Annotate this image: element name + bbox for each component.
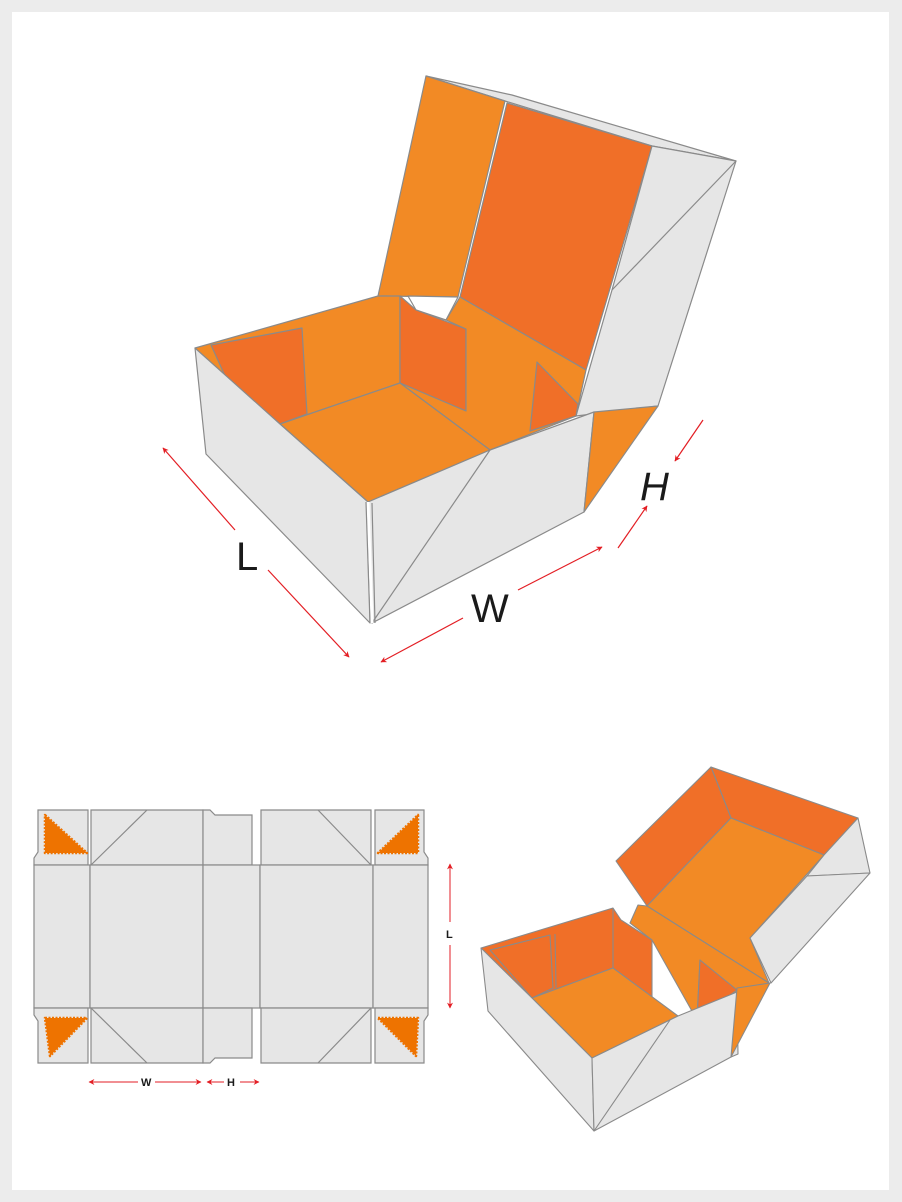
bottom-tuck-tab bbox=[202, 1007, 253, 1064]
dieline bbox=[33, 809, 429, 1064]
glue-top-left bbox=[43, 813, 89, 855]
length-arrow-lower bbox=[267, 569, 350, 658]
left-side-panel bbox=[33, 864, 91, 1009]
height-arrow-lower bbox=[617, 505, 648, 549]
top-flap-w2 bbox=[260, 809, 372, 866]
hinge-gusset bbox=[583, 405, 659, 513]
glue-bottom-right bbox=[376, 1016, 420, 1058]
height-arrow-upper bbox=[674, 419, 704, 462]
dieline-dimension-arrows bbox=[88, 863, 453, 1085]
right-dust-flap bbox=[529, 361, 579, 432]
small-lid-inner bbox=[646, 817, 825, 984]
width-arrow-left bbox=[380, 617, 464, 663]
bottom-flap-w2 bbox=[260, 1007, 372, 1064]
top-tuck-tab bbox=[202, 809, 253, 866]
length-arrow-upper bbox=[162, 447, 236, 531]
dieline-height-label: H bbox=[227, 1077, 235, 1089]
small-hinge-gusset bbox=[730, 982, 771, 1058]
bottom-flap-w1 bbox=[90, 1007, 204, 1064]
right-side-panel bbox=[372, 864, 429, 1009]
dieline-width-label: W bbox=[141, 1077, 152, 1089]
glue-areas bbox=[43, 813, 420, 1058]
width-arrow-right bbox=[517, 546, 603, 591]
width-label: W bbox=[471, 587, 509, 631]
lid-panel bbox=[259, 864, 374, 1009]
main-dimension-arrows bbox=[162, 419, 704, 663]
back-panel bbox=[202, 864, 261, 1009]
top-flap-w1 bbox=[90, 809, 204, 866]
small-box-illustration bbox=[480, 766, 871, 1132]
dieline-length-label: L bbox=[446, 929, 453, 941]
main-box-illustration bbox=[194, 75, 737, 624]
length-label: L bbox=[236, 535, 258, 579]
height-label: H bbox=[640, 465, 669, 509]
crease-lines bbox=[90, 809, 372, 1064]
glue-bottom-left bbox=[43, 1016, 89, 1058]
small-left-flap bbox=[489, 934, 554, 999]
small-lid-side-grey-2 bbox=[749, 872, 871, 984]
bottom-panel bbox=[89, 864, 204, 1009]
glue-top-right bbox=[376, 813, 420, 855]
